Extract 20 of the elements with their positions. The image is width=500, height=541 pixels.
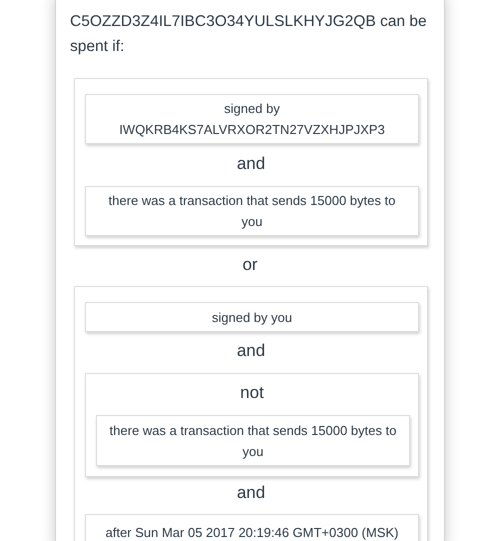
negation-group (85, 373, 419, 477)
logic-operator: and (236, 340, 266, 362)
condition-text: after Sun Mar 05 2017 20:19:46 GMT+0300 (MSK) (105, 524, 399, 541)
heading-text: C5OZZD3Z4IL7IBC3O34YULSLKHYJG2QB can be spent if: (70, 12, 428, 57)
logic-operator: and (236, 153, 266, 175)
condition-card (55, 0, 445, 541)
condition-text: there was a transaction that sends 15000 bytes to you (108, 422, 398, 461)
condition-group (74, 286, 428, 541)
logic-operator: and (236, 482, 266, 504)
condition-box (96, 415, 410, 466)
logic-operator: not (239, 382, 265, 404)
condition-box (85, 186, 419, 236)
condition-text: signed by you (212, 308, 292, 327)
condition-text: signed by IWQKRB4KS7ALVRXOR2TN27VZXHJPJXP3 (118, 100, 386, 139)
condition-group (74, 78, 428, 246)
condition-box (85, 94, 419, 144)
condition-box (85, 514, 419, 541)
condition-box (85, 302, 419, 332)
condition-text: there was a transaction that sends 15000 bytes to you (108, 192, 396, 231)
logic-operator: or (241, 254, 259, 276)
